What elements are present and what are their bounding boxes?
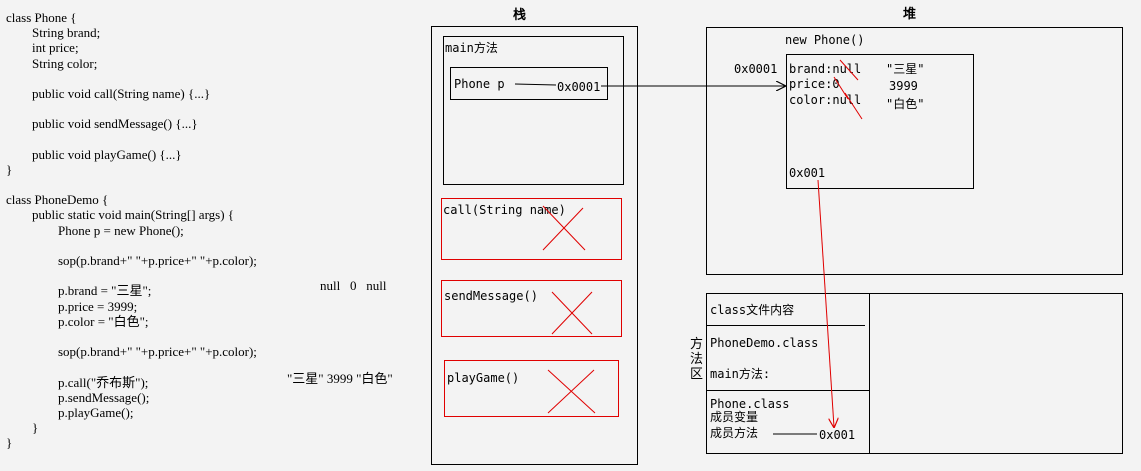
member-variables: 成员变量 <box>710 410 759 424</box>
new-price-value: 3999 <box>889 79 918 93</box>
new-color-value: "白色" <box>886 97 925 111</box>
code-line <box>6 101 257 116</box>
phone-object <box>786 54 974 189</box>
code-line: } <box>6 161 13 177</box>
code-line <box>6 329 257 344</box>
output-line-1: null 0 null <box>320 278 387 293</box>
code-line: p.color = "白色"; <box>6 313 149 329</box>
code-line: public void playGame() {...} <box>6 146 182 162</box>
field-brand: brand:null <box>789 62 862 76</box>
code-line <box>6 132 257 147</box>
code-line: sop(p.brand+" "+p.price+" "+p.color); <box>6 344 257 360</box>
field-color: color:null <box>789 93 862 107</box>
member-methods: 成员方法 <box>710 426 759 440</box>
method-area <box>706 293 1123 454</box>
heap-area <box>706 27 1123 275</box>
frame-call <box>441 198 622 260</box>
phone-class: Phone.class <box>710 397 790 411</box>
row-line-1 <box>706 325 865 326</box>
new-phone-label: new Phone() <box>785 33 865 47</box>
code-line <box>6 71 257 86</box>
code-line: public void call(String name) {...} <box>6 85 211 101</box>
code-line: String brand; <box>6 25 101 41</box>
frame-call-label: call(String name) <box>443 203 566 217</box>
phone-object-addr: 0x0001 <box>734 62 778 76</box>
code-listing: class Phone { String brand; int price; S… <box>6 10 257 450</box>
frame-sendmessage <box>441 280 622 337</box>
stack-title: 栈 <box>513 8 527 23</box>
method-ref-addr: 0x001 <box>789 166 826 180</box>
code-line: p.brand = "三星"; <box>6 283 152 299</box>
method-area-title: 方法区 <box>690 337 704 382</box>
code-line <box>6 238 257 253</box>
member-methods-addr: 0x001 <box>819 428 856 442</box>
phone-var-addr: 0x0001 <box>557 80 601 94</box>
code-line: sop(p.brand+" "+p.price+" "+p.color); <box>6 253 257 268</box>
frame-sendmessage-label: sendMessage() <box>444 289 538 303</box>
code-line <box>6 359 257 374</box>
code-line: p.playGame(); <box>6 404 134 420</box>
code-line: p.sendMessage(); <box>6 389 150 405</box>
row-line-2 <box>706 390 869 391</box>
code-line: class PhoneDemo { <box>6 192 109 208</box>
code-line <box>6 177 257 192</box>
frame-playgame <box>444 360 619 417</box>
frame-playgame-label: playGame() <box>447 371 520 385</box>
code-line: public static void main(String[] args) { <box>6 207 235 223</box>
code-line: p.price = 3999; <box>6 298 138 314</box>
code-line: String color; <box>6 55 98 71</box>
stack-area <box>431 26 638 465</box>
code-line: class Phone { <box>6 10 77 25</box>
phone-var-label: Phone p <box>454 77 505 91</box>
code-line: } <box>6 420 39 436</box>
field-price: price:0 <box>789 77 840 91</box>
main-frame-label: main方法 <box>445 41 498 55</box>
heap-title: 堆 <box>903 7 917 22</box>
class-file-content: class文件内容 <box>710 303 795 317</box>
code-line: } <box>6 435 13 451</box>
phone-var-box <box>450 67 608 100</box>
main-method-entry: main方法: <box>710 367 771 381</box>
code-line: Phone p = new Phone(); <box>6 222 184 238</box>
phonedemo-class: PhoneDemo.class <box>710 336 819 350</box>
main-frame <box>443 36 624 185</box>
code-line <box>6 268 257 283</box>
output-line-2: "三星" 3999 "白色" <box>287 371 393 386</box>
code-line: p.call("乔布斯"); <box>6 374 149 390</box>
code-line: int price; <box>6 40 79 56</box>
new-brand-value: "三星" <box>886 62 925 76</box>
code-line: public void sendMessage() {...} <box>6 116 198 132</box>
method-area-divider <box>869 293 870 454</box>
